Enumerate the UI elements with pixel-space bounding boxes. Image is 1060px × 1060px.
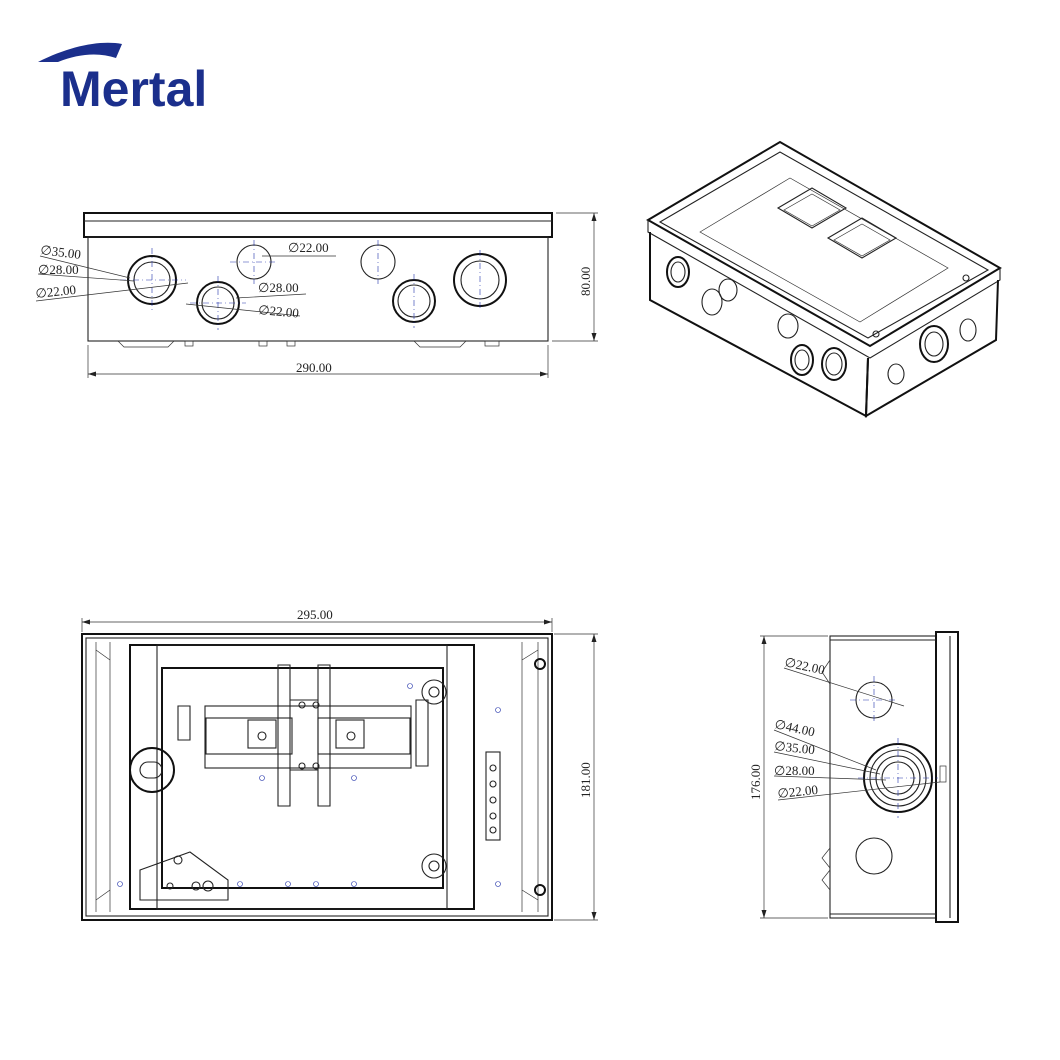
front-hole-label-2: ∅28.00 [38, 262, 79, 277]
front-view: ∅35.00 ∅28.00 ∅22.00 ∅22.00 ∅28.00 ∅22.0… [35, 212, 598, 378]
front-width-dim: 290.00 [296, 360, 332, 375]
side-hole-22-top [855, 681, 893, 719]
plan-height-dim: 181.00 [578, 762, 593, 798]
plan-width-dim: 295.00 [297, 607, 333, 622]
front-hole-label-6: ∅22.00 [258, 302, 300, 320]
isometric-view [646, 140, 1002, 418]
side-hole-label-2: ∅44.00 [773, 716, 816, 739]
front-hole-label-1: ∅35.00 [40, 242, 82, 262]
side-hole-label-3: ∅35.00 [774, 738, 816, 757]
front-height-dim: 80.00 [578, 267, 593, 296]
side-hole-label-4: ∅28.00 [774, 763, 815, 778]
side-hole-label-5: ∅22.00 [777, 782, 819, 801]
side-hole-label-1: ∅22.00 [783, 654, 826, 677]
side-view: ∅22.00 ∅44.00 ∅35.00 ∅28.00 ∅22.00 176.0… [748, 631, 959, 923]
brand-name: Mertal [60, 61, 207, 117]
plan-view: 295.00 181.00 [81, 607, 598, 921]
front-hole-label-3: ∅22.00 [35, 282, 77, 301]
front-hole-label-4: ∅22.00 [288, 240, 329, 255]
logo-swoosh-icon [38, 42, 122, 62]
side-height-dim: 176.00 [748, 764, 763, 800]
brand-logo: Mertal [38, 42, 207, 117]
front-hole-label-5: ∅28.00 [258, 280, 299, 295]
side-hole-22-bottom [855, 837, 893, 875]
